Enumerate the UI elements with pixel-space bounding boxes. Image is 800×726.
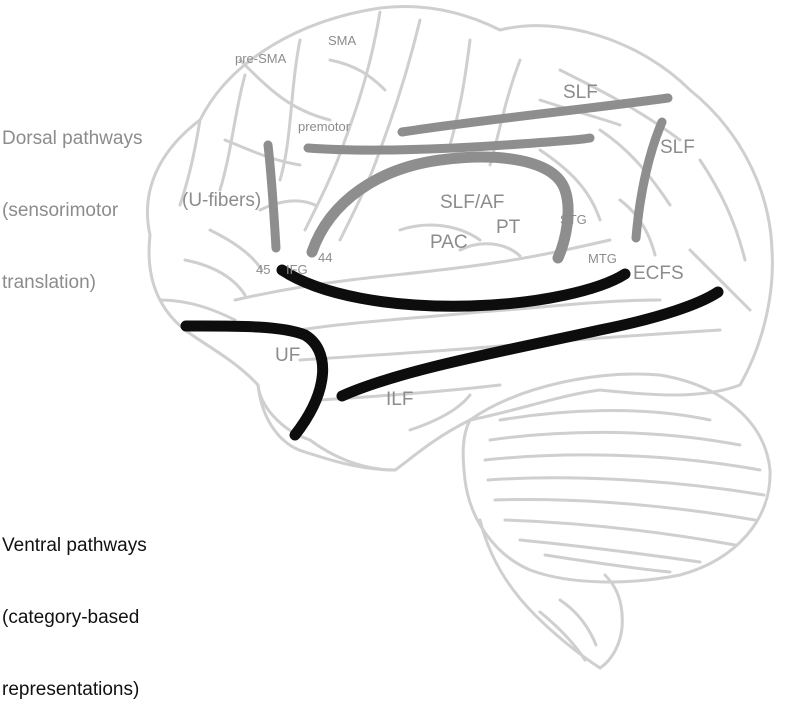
brain-illustration [145, 5, 774, 670]
brain-diagram: pre-SMA SMA premotor SLF SLF (U-fibers) … [145, 5, 774, 670]
label-pac: PAC [430, 232, 468, 253]
label-uf: UF [275, 345, 300, 366]
temporal-pole-outline [256, 383, 397, 472]
dorsal-caption-line-1: Dorsal pathways [2, 128, 143, 149]
dorsal-caption-line-3: translation) [2, 272, 96, 293]
ventral-tracts [180, 264, 724, 441]
ventral-caption-line-3: representations) [2, 679, 140, 700]
ventral-caption-line-2: (category-based [2, 607, 140, 628]
label-stg: STG [560, 212, 587, 227]
label-slf-right: SLF [660, 137, 695, 158]
label-sma: SMA [328, 33, 357, 48]
dorsal-caption-line-2: (sensorimotor [2, 200, 119, 221]
label-ifg: IFG [286, 262, 308, 277]
label-area-45: 45 [256, 262, 270, 277]
ventral-caption-line-1: Ventral pathways [2, 535, 147, 556]
label-u-fibers: (U-fibers) [182, 190, 261, 211]
label-pt: PT [496, 217, 521, 238]
label-pre-sma: pre-SMA [235, 51, 287, 66]
sylvian-fissure [233, 238, 612, 302]
central-sulcus [303, 10, 382, 232]
label-slf-top: SLF [563, 82, 598, 103]
dorsal-pathways-caption: Dorsal pathways (sensorimotor translatio… [2, 79, 142, 319]
tract-premotor [303, 133, 595, 155]
label-area-44: 44 [318, 250, 332, 265]
label-ilf: ILF [386, 389, 413, 410]
region-labels: pre-SMA SMA premotor SLF SLF (U-fibers) … [182, 33, 695, 410]
tract-u-fibers [263, 140, 281, 253]
tract-ilf [336, 286, 724, 402]
label-slf-af: SLF/AF [440, 192, 504, 213]
dorsal-tracts [263, 93, 673, 264]
label-ecfs: ECFS [633, 263, 684, 284]
label-mtg: MTG [588, 251, 617, 266]
label-premotor: premotor [298, 119, 351, 134]
tract-slf-af [306, 151, 574, 264]
tract-uf [180, 320, 329, 441]
tract-slf-right [631, 117, 667, 243]
tract-slf-upper [397, 93, 673, 137]
tract-ecfs [276, 264, 631, 312]
cerebellum-outline [461, 372, 772, 584]
cerebrum-outline [145, 5, 774, 472]
